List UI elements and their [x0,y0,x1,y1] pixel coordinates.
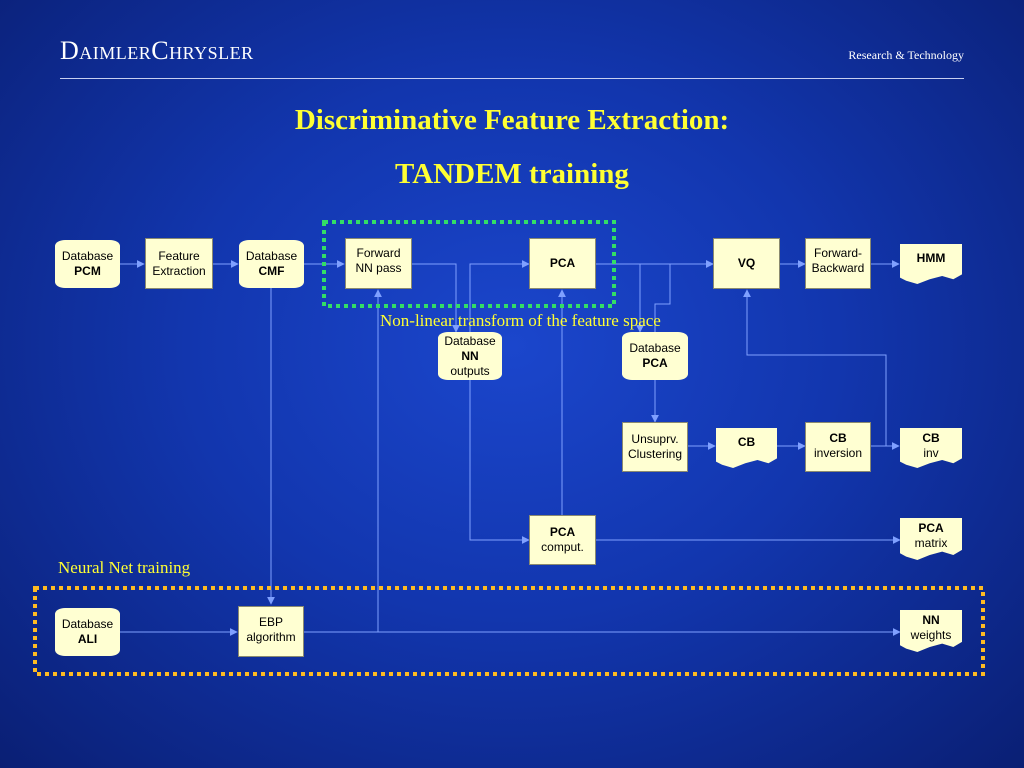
node-label: Database [61,249,114,263]
arrow-cbinv-to-vq [743,289,887,446]
node-label: weights [910,628,952,642]
node-label: comput. [541,540,584,554]
nn-training-caption: Neural Net training [58,558,191,577]
node-label: Clustering [627,447,683,461]
header-divider [60,78,964,79]
node-label: VQ [737,256,756,270]
node-label: ALI [77,632,98,646]
arrow-dbnn-to-pca [469,260,530,340]
node-label: PCA [642,356,668,370]
node-label: NN pass [355,261,402,275]
node-label: PCA [549,525,576,539]
pca-comput-node: PCA comput. [529,515,596,565]
node-label: algorithm [246,630,296,644]
node-label: inv [923,446,939,460]
node-label: CB [922,431,940,445]
organization-label: Research & Technology [848,48,964,62]
daimlerchrysler-logo: DaimlerChrysler [60,36,254,65]
node-label: inversion [813,446,863,460]
cb-inv-document-node: CB inv [900,428,962,468]
database-pcm-node: Database PCM [55,240,120,288]
node-label: Backward [811,261,865,275]
database-nn-outputs-node: Database NN outputs [438,332,502,380]
node-label: PCA [549,256,576,270]
database-ali-node: Database ALI [55,608,120,656]
feature-extraction-node: Feature Extraction [145,238,213,289]
arrow-dbpca-to-vq [654,260,714,340]
slide-subtitle: TANDEM training [395,158,629,190]
forward-nn-pass-node: Forward NN pass [345,238,412,289]
cb-document-node: CB [716,428,777,468]
slide-title: Discriminative Feature Extraction: [294,104,730,136]
forward-backward-node: Forward- Backward [805,238,871,289]
nn-training-frame [33,586,985,676]
nn-weights-document-node: NN weights [900,610,962,652]
arrow-dbnn-to-pcacomput [469,380,530,544]
pca-node: PCA [529,238,596,289]
node-label: PCA [918,521,944,535]
node-label: Forward [356,246,401,260]
arrow-ebp-to-forward [304,289,382,633]
arrow-pca-to-dbpca [596,263,644,333]
node-label: Database [61,617,114,631]
vq-node: VQ [713,238,780,289]
nonlinear-caption: Non-linear transform of the feature spac… [380,311,661,330]
ebp-algorithm-node: EBP algorithm [238,606,304,657]
node-label: CB [737,435,756,449]
database-cmf-node: Database CMF [239,240,304,288]
pca-matrix-document-node: PCA matrix [900,518,962,560]
node-label: matrix [914,536,948,550]
node-label: NN [922,613,940,627]
node-label: NN [461,348,479,363]
arrow-forward-to-dbnn [412,263,460,333]
node-label: EBP [258,615,283,629]
node-label: Forward- [813,246,862,260]
cb-inversion-node: CB inversion [805,422,871,472]
node-label: PCM [74,264,101,278]
database-pca-node: Database PCA [622,332,688,380]
node-label: HMM [916,251,946,265]
node-label: Extraction [152,263,206,278]
node-label: Unsuprv. [631,432,679,446]
node-label: Database [245,249,298,263]
node-label: CMF [258,264,285,278]
node-label: Database [629,341,681,355]
node-label: CB [829,431,847,445]
nonlinear-transform-frame [322,220,616,308]
node-label: Database [444,333,496,348]
node-label: outputs [450,363,490,378]
unsupervised-clustering-node: Unsuprv. Clustering [622,422,688,472]
node-label: Feature [158,248,200,263]
hmm-document-node: HMM [900,244,962,284]
